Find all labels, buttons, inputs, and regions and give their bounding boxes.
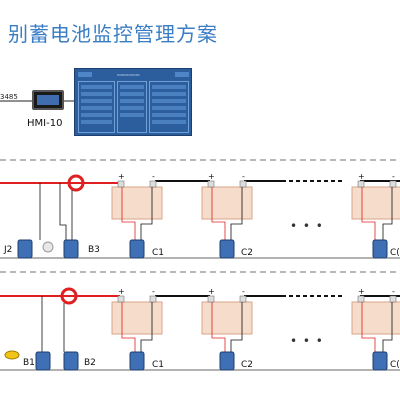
label-cn: C( [390,360,400,370]
battery-string-bottom: + - + - + - • • • B1 B2 C1 C2 C( [0,287,400,371]
label-b3: B3 [88,245,100,255]
terminal-plus: + [358,172,365,181]
sensor-b3-icon [63,239,79,259]
screen-title-bar: ▭▭▭▭▭▭ [117,72,140,77]
battery-cell [111,186,163,220]
label-cn: C( [390,248,400,258]
screen-tab [78,72,92,77]
label-b1: B1 [23,358,35,368]
terminal-plus: + [118,287,125,296]
hmi-device [32,90,64,110]
label-c2: C2 [241,360,253,370]
more-cells-ellipsis: • • • [290,219,324,233]
sensor-c2-icon [219,351,235,371]
sensor-c2-icon [219,239,235,259]
battery-cell [111,301,163,335]
label-c2: C2 [241,248,253,258]
monitoring-screen: ▭▭▭▭▭▭ [74,68,192,136]
terminal-plus: + [118,172,125,181]
temp-sensor-ring-icon [4,350,20,360]
battery-cell [201,301,253,335]
label-c1: C1 [152,248,164,258]
rs485-label: 3485 [0,93,18,101]
sensor-b1-icon [35,351,51,371]
screen-panel [117,81,147,133]
terminal-plus: + [208,172,215,181]
battery-string-top: + - + - + - • • • J2 B3 C1 C2 C( [0,172,400,259]
current-sensor-icon [67,174,85,192]
sensor-cn-icon [372,351,388,371]
label-c1: C1 [152,360,164,370]
sensor-b2-icon [63,351,79,371]
terminal-minus: - [392,172,395,181]
terminal-minus: - [152,287,155,296]
terminal-minus: - [242,287,245,296]
screen-panel [149,81,189,133]
battery-cell [351,186,400,220]
screen-tab [175,72,189,77]
battery-cell [201,186,253,220]
sensor-cn-icon [372,239,388,259]
terminal-minus: - [392,287,395,296]
temp-probe-icon [42,241,54,253]
terminal-minus: - [152,172,155,181]
terminal-plus: + [208,287,215,296]
battery-cell [351,301,400,335]
screen-panel [78,81,115,133]
sensor-j2-icon [17,239,33,259]
hmi-device-screen [37,95,59,105]
label-j2: J2 [3,245,12,255]
terminal-minus: - [242,172,245,181]
hmi-device-label: HMI-10 [27,118,63,129]
sensor-c1-icon [129,351,145,371]
sensor-c1-icon [129,239,145,259]
more-cells-ellipsis: • • • [290,334,324,348]
label-b2: B2 [84,358,96,368]
page-title: 别蓄电池监控管理方案 [8,22,218,46]
current-sensor-icon [60,287,78,305]
terminal-plus: + [358,287,365,296]
